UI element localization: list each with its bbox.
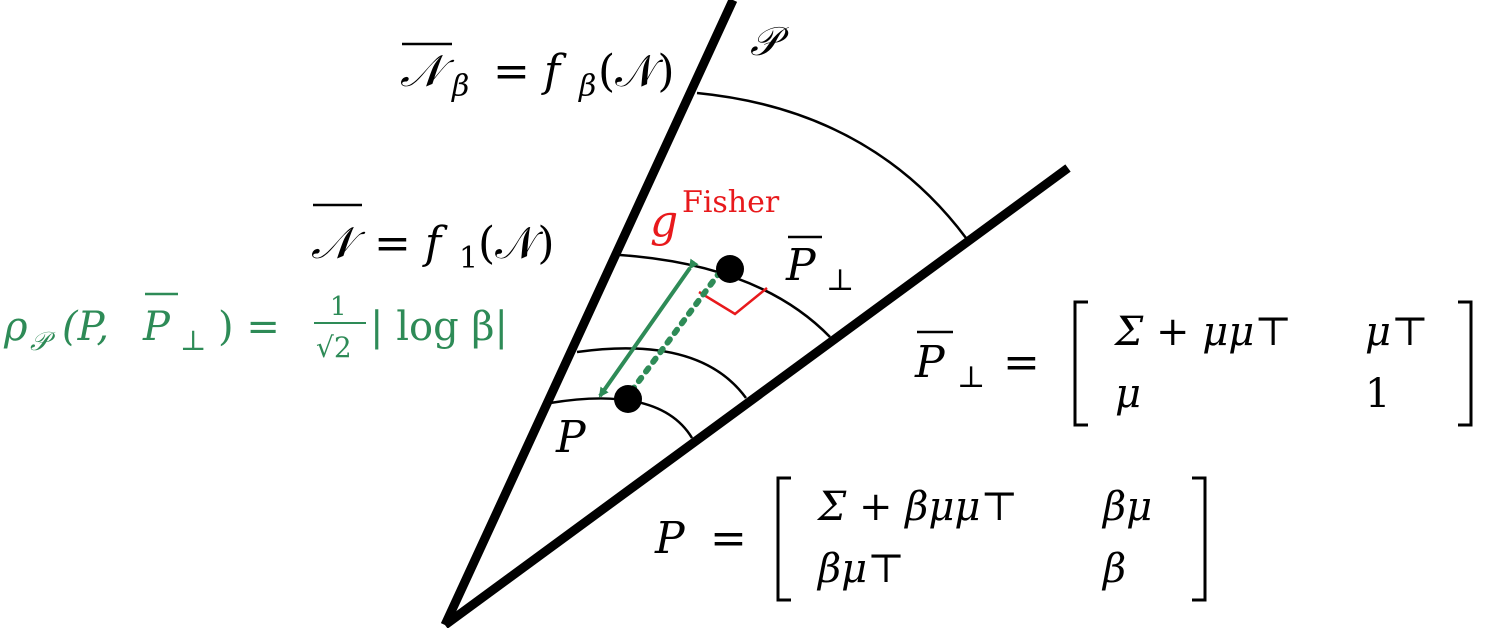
matrix-p-right-bracket bbox=[1192, 476, 1207, 602]
label-p: P bbox=[555, 412, 587, 463]
svg-text:) =: ) = bbox=[218, 304, 280, 350]
label-nbar-beta: 𝒩 β = f β (𝒩) bbox=[400, 42, 674, 104]
svg-text:⊥: ⊥ bbox=[826, 263, 854, 298]
svg-text:𝒩: 𝒩 bbox=[400, 46, 455, 97]
svg-text:1: 1 bbox=[330, 292, 347, 322]
svg-text:g: g bbox=[650, 196, 678, 247]
svg-text:ρ: ρ bbox=[3, 304, 28, 350]
svg-text:⊥: ⊥ bbox=[957, 360, 985, 395]
svg-text:μ⊤: μ⊤ bbox=[1365, 309, 1429, 355]
svg-text:β: β bbox=[1101, 546, 1126, 592]
label-pbar-perp: P ⊥ bbox=[785, 235, 854, 298]
svg-text:βμ⊤: βμ⊤ bbox=[816, 546, 905, 592]
svg-text:| log β|: | log β| bbox=[370, 304, 508, 350]
svg-text:𝒩: 𝒩 bbox=[311, 218, 366, 269]
svg-text:=: = bbox=[710, 513, 747, 564]
svg-text:β: β bbox=[578, 69, 596, 104]
svg-text:⊥: ⊥ bbox=[180, 324, 206, 357]
manifold-label: 𝒫 bbox=[750, 19, 790, 65]
svg-text:P: P bbox=[142, 304, 171, 350]
cone-lower-boundary bbox=[442, 164, 1071, 628]
svg-text:μ: μ bbox=[1115, 371, 1141, 417]
svg-text:√2: √2 bbox=[316, 331, 352, 364]
svg-text:=: = bbox=[1003, 337, 1040, 388]
matrix-pbar-perp: P ⊥ = Σ + μμ⊤ μ⊤ μ 1 bbox=[914, 300, 1473, 427]
svg-text:1: 1 bbox=[1365, 371, 1390, 417]
svg-text:1: 1 bbox=[459, 241, 478, 276]
arc-middle bbox=[619, 253, 831, 338]
svg-text:= f: = f bbox=[374, 218, 448, 269]
matrix-p: P = Σ + βμμ⊤ βμ βμ⊤ β bbox=[654, 476, 1207, 602]
label-fisher-metric: g Fisher bbox=[650, 185, 780, 247]
cone-upper-boundary bbox=[440, 0, 738, 627]
label-nbar: 𝒩 = f 1 (𝒩) bbox=[311, 203, 554, 276]
svg-text:𝒫: 𝒫 bbox=[30, 327, 56, 357]
svg-text:(𝒩): (𝒩) bbox=[478, 218, 554, 269]
svg-text:Fisher: Fisher bbox=[682, 185, 780, 220]
svg-text:= f: = f bbox=[493, 46, 567, 97]
label-rho-distance: ρ 𝒫 (P, P ⊥ ) = 1 √2 | log β| bbox=[3, 292, 508, 364]
svg-text:Σ + βμμ⊤: Σ + βμμ⊤ bbox=[816, 484, 1018, 530]
matrix-pbar-right-bracket bbox=[1458, 300, 1473, 427]
svg-text:Σ + μμ⊤: Σ + μμ⊤ bbox=[1113, 309, 1292, 355]
svg-text:β: β bbox=[451, 69, 469, 104]
svg-text:(𝒩): (𝒩) bbox=[598, 46, 674, 97]
svg-text:βμ: βμ bbox=[1101, 484, 1152, 530]
svg-text:P: P bbox=[914, 337, 946, 388]
arc-outer bbox=[696, 91, 967, 239]
svg-text:P: P bbox=[654, 513, 686, 564]
distance-arrow bbox=[598, 258, 699, 398]
point-pbar-perp bbox=[716, 255, 744, 283]
point-p bbox=[614, 385, 642, 413]
matrix-p-left-bracket bbox=[776, 476, 791, 602]
svg-text:P: P bbox=[785, 240, 817, 291]
right-angle-marker bbox=[698, 287, 768, 316]
matrix-pbar-left-bracket bbox=[1073, 300, 1088, 427]
svg-text:(P,: (P, bbox=[62, 304, 109, 350]
